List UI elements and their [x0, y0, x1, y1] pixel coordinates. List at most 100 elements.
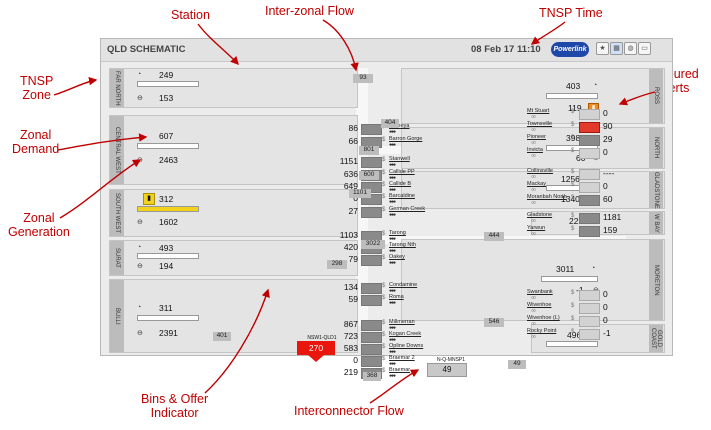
globe-icon[interactable]: ◍ — [624, 42, 637, 55]
inter-zonal-flow[interactable]: 404 — [381, 119, 399, 128]
zone-label: CENTRAL WEST — [110, 116, 124, 184]
station-name[interactable]: Callide PP — [389, 169, 415, 175]
station-name[interactable]: Barcaldine — [389, 193, 415, 199]
offer-bin[interactable] — [361, 157, 382, 168]
station-name[interactable]: Kogan Creek — [389, 331, 422, 337]
station-name[interactable]: Pioneer — [527, 134, 546, 140]
inter-zonal-flow[interactable]: 298 — [327, 260, 347, 269]
inter-zonal-flow[interactable]: 801 — [359, 146, 379, 155]
demand-bar — [137, 143, 199, 149]
unit-dots: ○○ — [531, 140, 536, 146]
offer-bin[interactable] — [361, 320, 382, 331]
offer-bin[interactable] — [579, 303, 600, 314]
offer-bin[interactable] — [361, 344, 382, 355]
generation-icon: ⊖ — [137, 330, 143, 337]
offer-bin[interactable] — [579, 135, 600, 146]
station-value: 159 — [603, 225, 618, 235]
grid-icon[interactable]: ▦ — [610, 42, 623, 55]
unit-dots: ●●● — [389, 325, 396, 331]
station-name[interactable]: Yarwun — [527, 225, 546, 231]
zone-label: GOLD COAST — [649, 325, 663, 352]
station-name[interactable]: Wivenhoe (L) — [527, 315, 560, 321]
station-name[interactable]: Rocky Point — [527, 328, 557, 334]
offer-bin[interactable] — [579, 109, 600, 120]
station-value: 867 — [343, 319, 358, 329]
station-name[interactable]: Townsville — [527, 121, 553, 127]
station-name[interactable]: Mt Stuart — [527, 108, 550, 114]
offer-bin[interactable] — [361, 356, 382, 367]
station-name[interactable]: Mackay — [527, 181, 546, 187]
zone-label: GLADSTONE — [649, 172, 663, 208]
station-value: 134 — [343, 282, 358, 292]
offer-bin[interactable] — [361, 124, 382, 135]
dollar-icon: $ — [571, 148, 575, 154]
demand-bar — [137, 81, 199, 87]
station-name[interactable]: German Creek — [389, 206, 426, 212]
inter-zonal-flow[interactable]: 401 — [213, 332, 231, 341]
unit-dots: ●●● — [389, 361, 396, 367]
offer-bin[interactable] — [361, 207, 382, 218]
zone-label: BULLI — [110, 280, 124, 352]
station-name[interactable]: Braemar — [389, 367, 411, 373]
station-name[interactable]: Opline Downs — [389, 343, 424, 349]
offer-bin[interactable] — [361, 283, 382, 294]
unit-dots: ○○ — [531, 187, 536, 193]
offer-bin[interactable] — [361, 182, 382, 193]
station-name[interactable]: Wivenhoe — [527, 302, 552, 308]
interconnector-n-q-mnsp1[interactable]: N-Q-MNSP1 49 — [427, 357, 475, 377]
station-name[interactable]: Moranbah North — [527, 194, 567, 200]
station-name[interactable]: Braemar 2 — [389, 355, 415, 361]
unit-dots: ●●● — [389, 175, 396, 181]
offer-bin[interactable] — [579, 182, 600, 193]
offer-bin[interactable] — [579, 195, 600, 206]
offer-bin[interactable] — [361, 295, 382, 306]
station-value: 0 — [603, 315, 608, 325]
inter-zonal-flow[interactable]: 368 — [363, 372, 381, 381]
alert-badge-icon[interactable]: ▮ — [143, 193, 155, 205]
offer-bin[interactable] — [579, 316, 600, 327]
offer-bin[interactable] — [361, 332, 382, 343]
offer-bin[interactable] — [579, 329, 600, 340]
station-value: 1151 — [339, 156, 358, 166]
inter-zonal-flow[interactable]: 3022 — [361, 240, 385, 249]
station-name[interactable]: Barron Gorge — [389, 136, 423, 142]
offer-bin[interactable] — [579, 290, 600, 301]
title-bar: QLD SCHEMATIC 08 Feb 17 11:10 Powerlink … — [101, 39, 672, 62]
station-name[interactable]: Invicta — [527, 147, 543, 153]
inter-zonal-flow[interactable]: 546 — [484, 318, 504, 327]
station-name[interactable]: Callide B — [389, 181, 412, 187]
dollar-icon: $ — [571, 135, 575, 141]
station-value: 636 — [343, 169, 358, 179]
station-name[interactable]: Swanbank — [527, 289, 553, 295]
offer-bin[interactable] — [361, 194, 382, 205]
dollar-icon: $ — [382, 295, 386, 301]
station-name[interactable]: Gladstone — [527, 212, 553, 218]
inter-zonal-flow[interactable]: 93 — [353, 74, 373, 83]
comment-icon[interactable]: ▭ — [638, 42, 651, 55]
inter-zonal-flow[interactable]: 49 — [508, 360, 526, 369]
inter-zonal-flow[interactable]: 444 — [484, 232, 504, 241]
station-name[interactable]: Roma — [389, 294, 404, 300]
inter-zonal-flow[interactable]: 600 — [359, 171, 379, 180]
unit-dots: ●●● — [389, 337, 396, 343]
station-name[interactable]: Tarong Nth — [389, 242, 416, 248]
inter-zonal-flow[interactable]: 1101 — [349, 189, 371, 198]
offer-bin[interactable] — [579, 169, 600, 180]
station-name[interactable]: Collinsville — [527, 168, 553, 174]
offer-bin[interactable] — [579, 148, 600, 159]
offer-bin[interactable] — [579, 122, 600, 133]
offer-bin[interactable] — [579, 226, 600, 237]
unit-dots: ○○ — [531, 295, 536, 301]
station-name[interactable]: Oakey — [389, 254, 405, 260]
station-name[interactable]: Kareeya — [389, 123, 410, 129]
offer-bin[interactable] — [579, 213, 600, 224]
unit-dots: ○○ — [531, 127, 536, 133]
station-name[interactable]: Tarong — [389, 230, 406, 236]
offer-bin[interactable] — [361, 255, 382, 266]
star-icon[interactable]: ★ — [596, 42, 609, 55]
station-name[interactable]: Condamine — [389, 282, 418, 288]
interconnector-nsw1-qld1[interactable]: NSW1-QLD1 270 — [297, 335, 347, 362]
station-name[interactable]: Stanwell — [389, 156, 410, 162]
station-value: 0 — [603, 108, 608, 118]
station-name[interactable]: Millmerran — [389, 319, 415, 325]
